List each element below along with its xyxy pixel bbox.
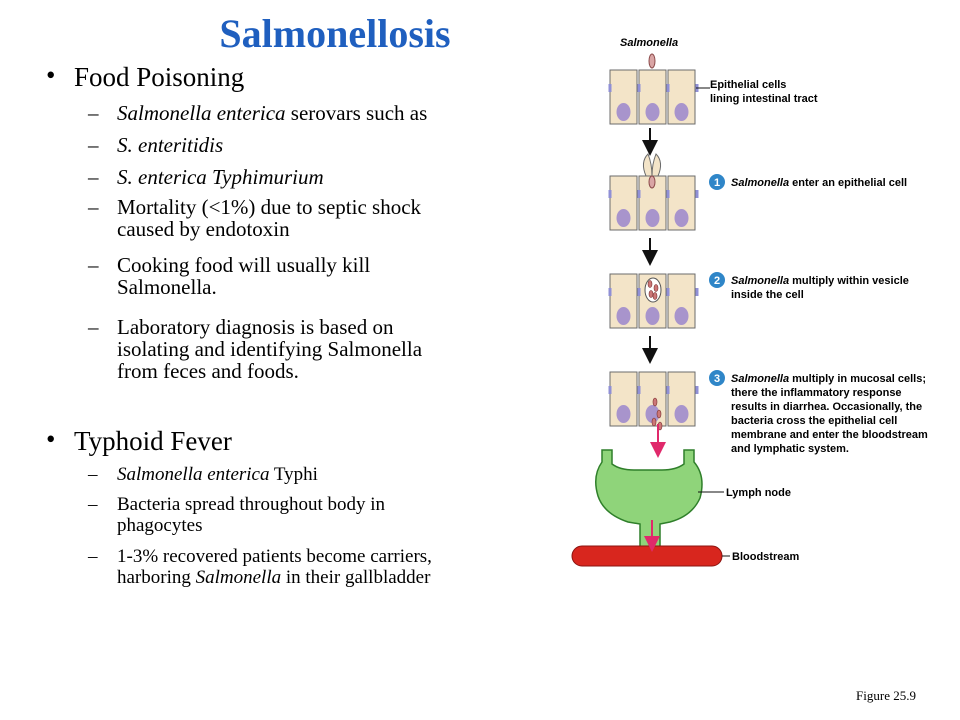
tight-junction — [637, 84, 641, 92]
epithelial-cell-row — [608, 273, 699, 329]
section-heading: Food Poisoning — [74, 62, 245, 92]
step-text-line: and lymphatic system. — [731, 443, 849, 455]
step-label-2: 2 Salmonella multiply within vesicle insid… — [709, 272, 909, 301]
tight-junction — [695, 190, 699, 198]
cell-nucleus — [674, 307, 689, 325]
cell-nucleus — [674, 209, 689, 227]
tight-junction — [666, 386, 670, 394]
tight-junction — [666, 288, 670, 296]
vesicle — [644, 277, 662, 303]
epithelial-label-line-2: lining intestinal tract — [710, 93, 818, 105]
cell-nucleus — [645, 307, 660, 325]
tight-junction — [637, 288, 641, 296]
lymph-node-label: Lymph node — [726, 487, 791, 499]
epithelial-label-line-1: Epithelial cells — [710, 79, 786, 91]
cell-nucleus — [616, 405, 631, 423]
dash-bullet: – — [88, 315, 99, 339]
epithelial-cell-row — [608, 371, 699, 427]
step-number-circle — [709, 370, 725, 386]
step-text-line: results in diarrhea. Occasionally, the — [731, 401, 922, 413]
tight-junction — [608, 386, 612, 394]
cell-nucleus — [616, 103, 631, 121]
step-text-line: Salmonella enter an epithelial cell — [731, 177, 907, 189]
cell-nucleus — [674, 405, 689, 423]
bacterium — [648, 53, 656, 69]
tight-junction — [608, 190, 612, 198]
tight-junction — [608, 84, 612, 92]
membrane-ruffle — [642, 153, 662, 177]
dash-bullet: – — [88, 195, 99, 219]
step-label-3: 3 Salmonella multiply in mucosal cells; th… — [709, 370, 928, 455]
tight-junction — [695, 386, 699, 394]
dash-bullet: – — [88, 101, 99, 125]
step-number: 2 — [714, 275, 720, 287]
step-number-circle — [709, 272, 725, 288]
dash-bullet: – — [88, 253, 99, 277]
list-item-text: S. enteritidis — [117, 133, 224, 157]
tight-junction — [637, 386, 641, 394]
bacterium — [647, 280, 653, 288]
epithelial-cell-row — [608, 175, 699, 231]
section-heading: Typhoid Fever — [74, 426, 232, 456]
salmonella-label: Salmonella — [620, 37, 678, 49]
cell-nucleus — [616, 307, 631, 325]
tight-junction — [666, 84, 670, 92]
dash-bullet: – — [88, 494, 98, 515]
dash-bullet: – — [88, 546, 98, 567]
cell-nucleus — [674, 103, 689, 121]
epithelial-cell — [609, 273, 638, 329]
epithelial-cell-row — [608, 69, 699, 125]
cell-nucleus — [645, 405, 660, 423]
bacterium — [652, 292, 658, 300]
step-text-line: membrane and enter the bloodstream — [731, 429, 928, 441]
step-text-line: Salmonella multiply within vesicle — [731, 275, 909, 287]
bacterium — [648, 175, 656, 189]
bloodstream-label: Bloodstream — [732, 551, 799, 563]
bacterium — [652, 397, 658, 407]
cell-nucleus — [645, 103, 660, 121]
bacterium — [653, 284, 659, 292]
step-text-line: Salmonella multiply in mucosal cells; — [731, 373, 926, 385]
bacterium — [648, 290, 654, 298]
list-item-text: 1-3% recovered patients become carriers,… — [117, 546, 432, 588]
epithelial-cell — [667, 371, 696, 427]
cell-groups — [608, 53, 699, 431]
dash-bullet: – — [88, 165, 99, 189]
step-number-circle — [709, 174, 725, 190]
list-item-text: S. enterica Typhimurium — [117, 165, 324, 189]
tight-junction — [637, 190, 641, 198]
step-label-1: 1 Salmonella enter an epithelial cell — [709, 174, 907, 190]
step-number: 3 — [714, 373, 720, 385]
dash-bullet: – — [88, 464, 98, 485]
dash-bullet: – — [88, 133, 99, 157]
tight-junction — [695, 288, 699, 296]
cell-nucleus — [616, 209, 631, 227]
salmonella-infection-diagram: Salmonella Epithelial cells lining intes… — [571, 37, 928, 567]
tight-junction — [608, 288, 612, 296]
list-item-text: Salmonella enterica serovars such as — [117, 101, 428, 125]
step-text-line: bacteria cross the epithelial cell — [731, 415, 897, 427]
bullet-icon: • — [46, 60, 56, 90]
epithelial-cell — [667, 273, 696, 329]
bloodstream-vessel — [571, 545, 723, 567]
page-title: Salmonellosis — [219, 11, 451, 56]
step-number: 1 — [714, 177, 720, 189]
cell-nucleus — [645, 209, 660, 227]
tight-junction — [666, 190, 670, 198]
lymph-node-shape — [595, 449, 703, 551]
step-text-line: there the inflammatory response — [731, 387, 902, 399]
bacterium — [651, 417, 657, 427]
bacterium — [656, 409, 662, 419]
step-text-line: inside the cell — [731, 289, 804, 301]
figure-reference: Figure 25.9 — [856, 688, 916, 703]
bullet-icon: • — [46, 424, 56, 454]
list-item-text: Salmonella enterica Typhi — [117, 464, 318, 485]
